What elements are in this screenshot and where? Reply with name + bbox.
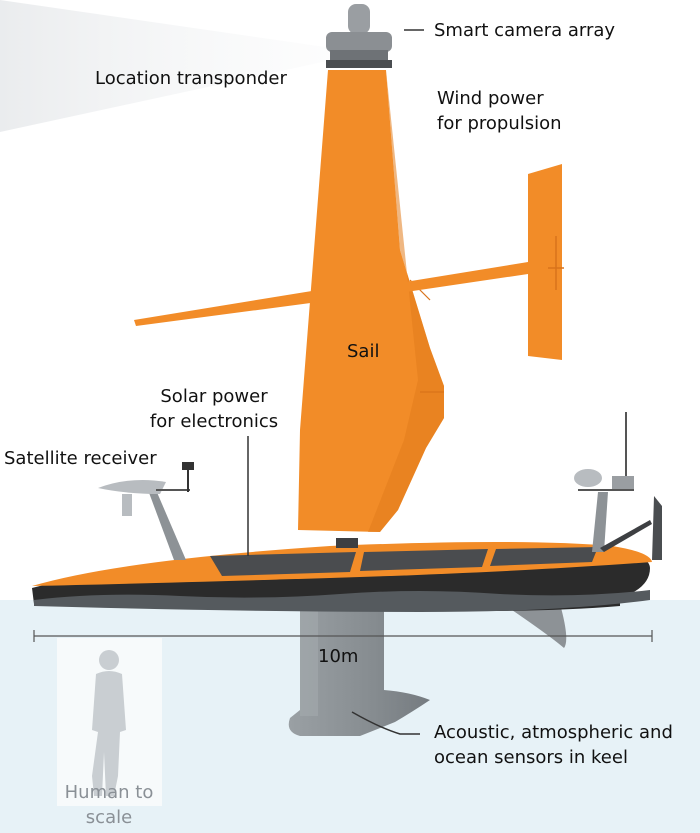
label-wind-power-line-1: Wind power: [437, 88, 544, 109]
label-human-scale: Human to scale: [50, 780, 168, 830]
transponder-beam: [0, 0, 332, 132]
keel: [288, 600, 430, 736]
label-solar-power-line-2: for electronics: [149, 411, 279, 432]
solar-panel-1: [210, 552, 356, 576]
label-smart-camera-array: Smart camera array: [434, 20, 616, 41]
stern-instruments: [574, 412, 662, 560]
label-wind-power: Wind power for propulsion: [437, 86, 562, 136]
right-boom: [405, 262, 528, 292]
rudder-fin: [512, 604, 567, 648]
solar-panel-3: [490, 547, 598, 566]
human-silhouette: [92, 650, 126, 796]
label-human-scale-line-1: Human to: [64, 782, 154, 803]
left-boom: [134, 290, 318, 326]
hull-waterline: [34, 590, 650, 612]
label-location-transponder: Location transponder: [95, 68, 287, 89]
label-solar-power: Solar power for electronics: [134, 384, 294, 434]
camera-array: [326, 4, 392, 68]
main-sail: [298, 70, 444, 532]
label-human-scale-line-2: scale: [85, 807, 133, 828]
label-wind-power-line-2: for propulsion: [437, 113, 562, 134]
mast-base: [336, 538, 358, 548]
tail-wing: [528, 164, 562, 360]
length-dimension: [33, 630, 653, 642]
label-solar-power-line-1: Solar power: [160, 386, 268, 407]
satellite-receiver-assembly: [98, 462, 194, 560]
label-satellite-receiver: Satellite receiver: [4, 448, 157, 469]
keel-leader: [351, 711, 420, 735]
label-keel-sensors: Acoustic, atmospheric and ocean sensors …: [434, 720, 673, 770]
main-sail-shade: [368, 70, 444, 532]
keel-highlight: [300, 600, 318, 716]
solar-panel-2: [360, 549, 488, 571]
label-keel-sensors-line-2: ocean sensors in keel: [434, 747, 628, 768]
label-keel-sensors-line-1: Acoustic, atmospheric and: [434, 722, 673, 743]
label-sail: Sail: [347, 341, 380, 362]
label-length: 10m: [318, 646, 359, 667]
